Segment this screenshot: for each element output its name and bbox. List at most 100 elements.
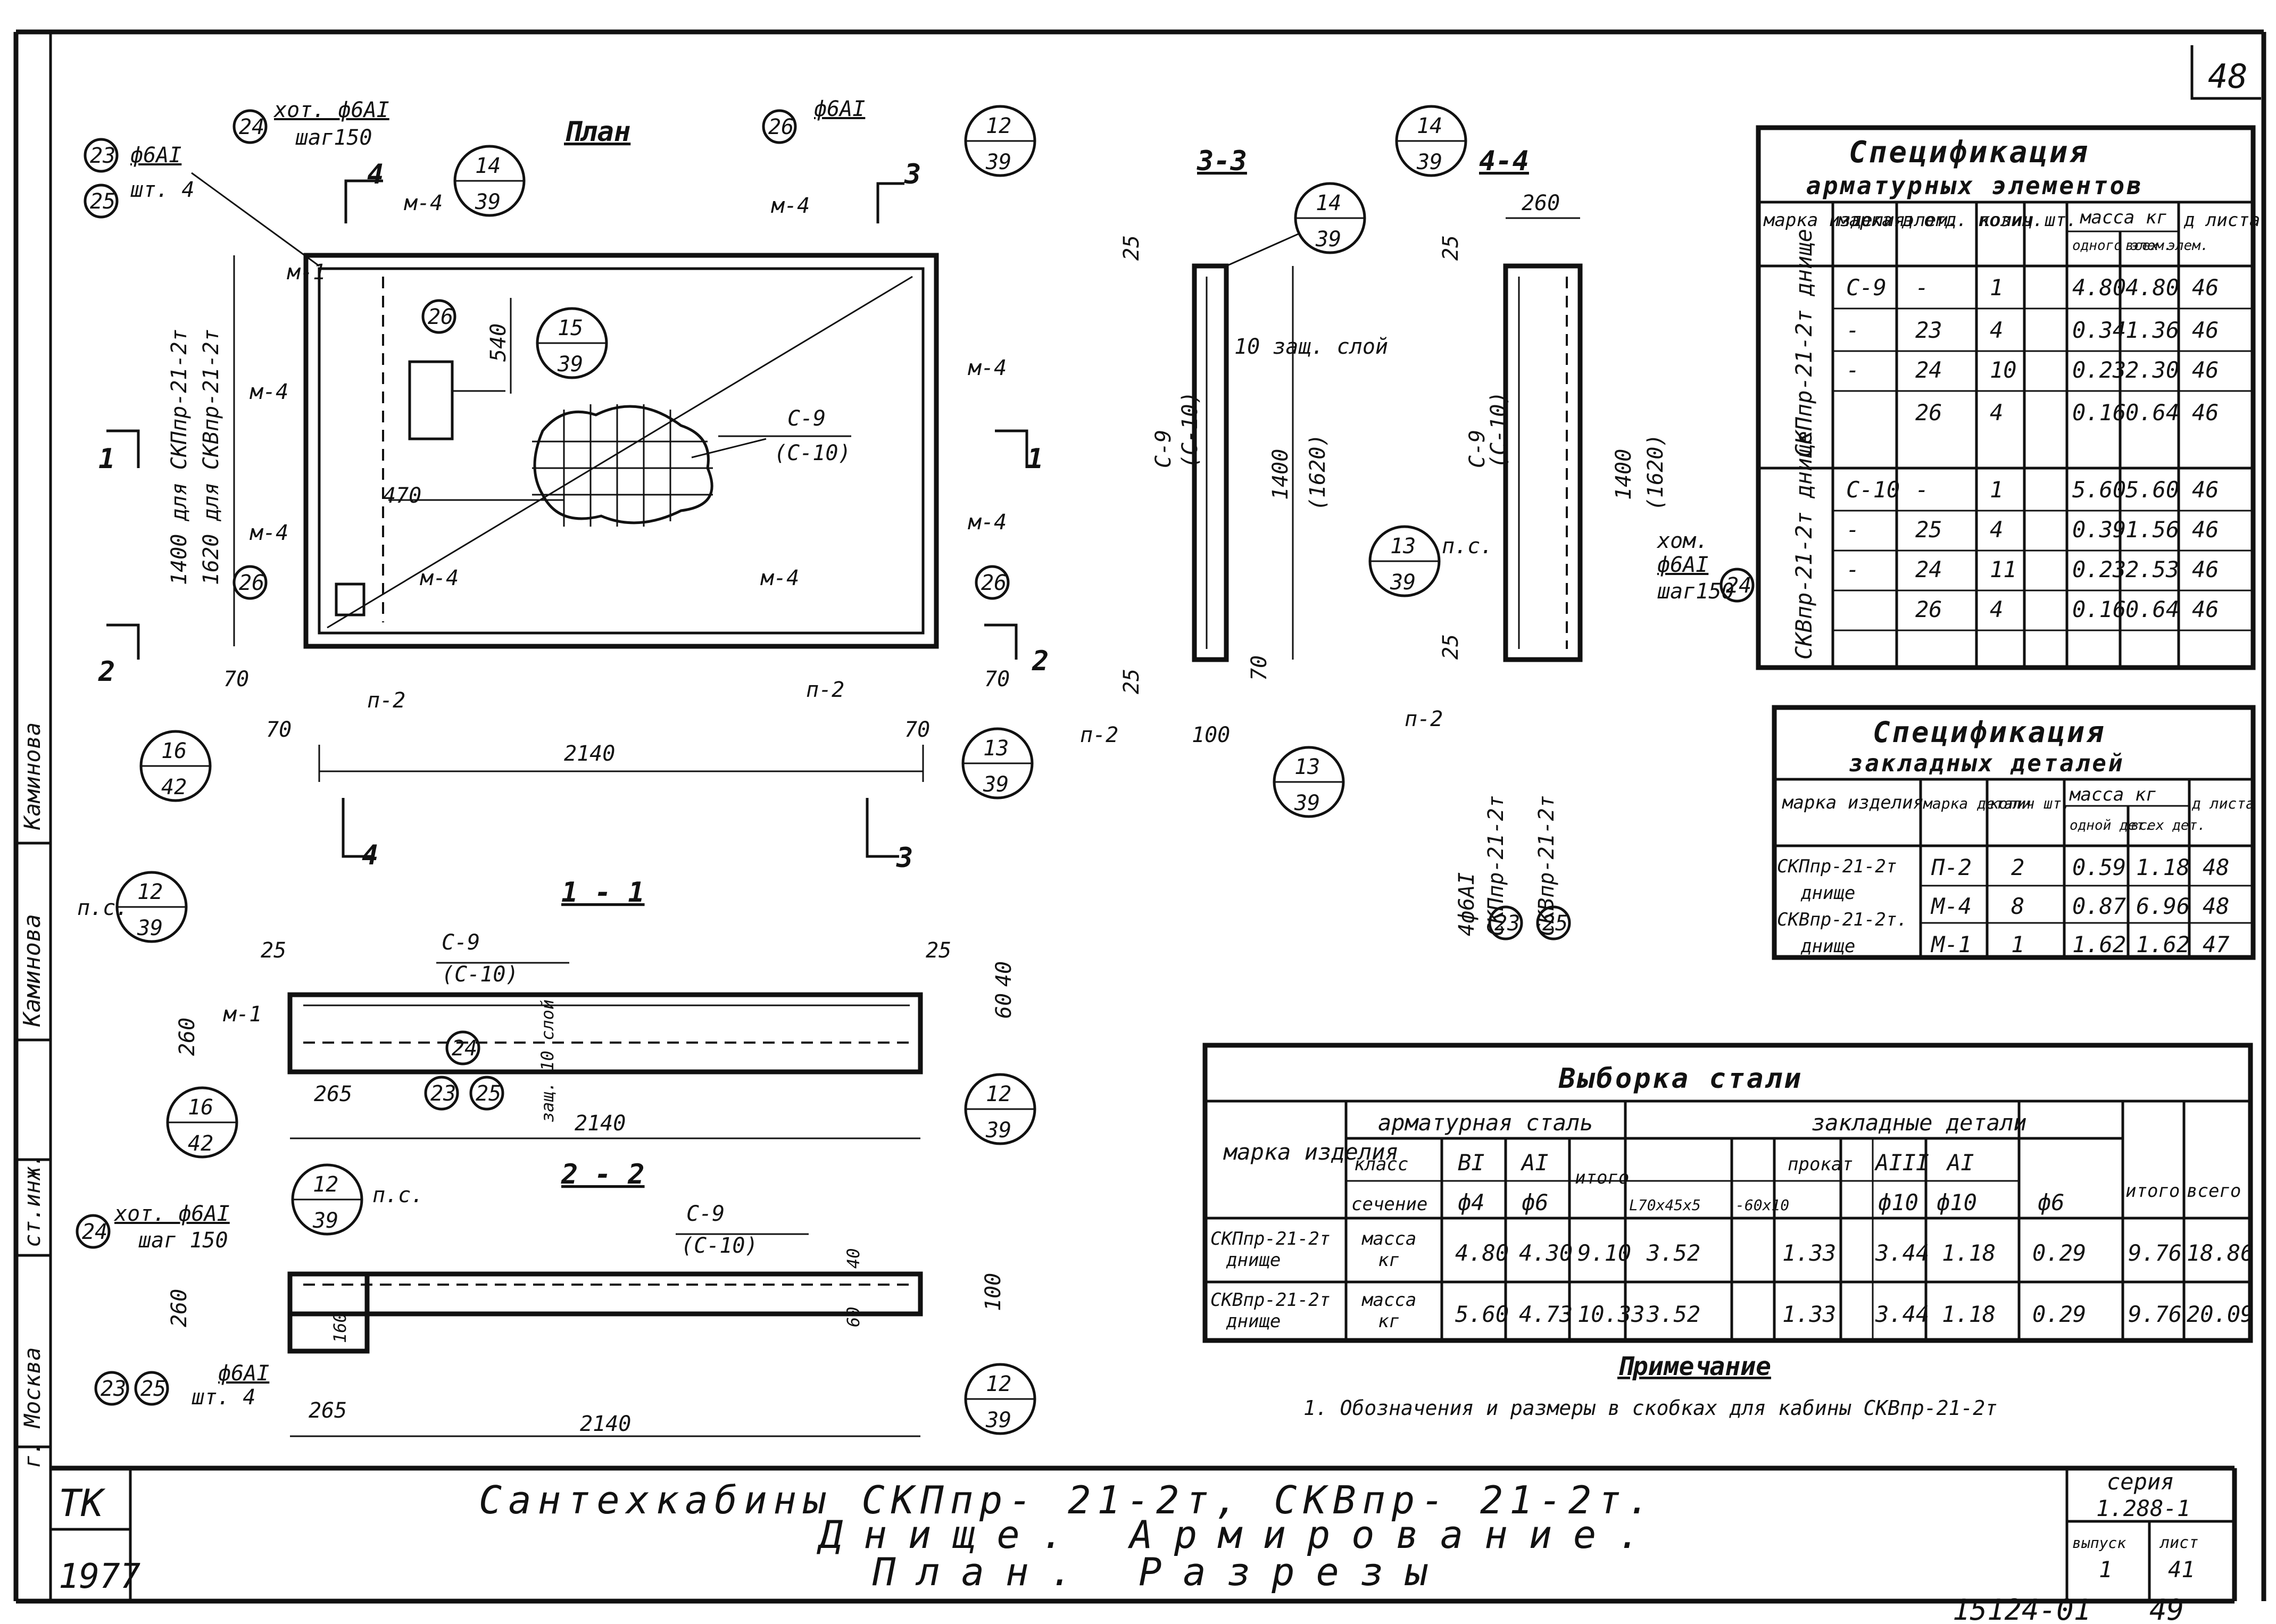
s44-panel-2: (С-10) (1486, 392, 1511, 469)
s11-dim-265: 265 (314, 1082, 352, 1106)
s22-dim-160: 160 (330, 1312, 350, 1343)
steel-cell-r1-c1: 4.73 (1519, 1301, 1573, 1327)
callout-25: 25 (90, 189, 115, 214)
s11-dim-40: 40 (992, 961, 1016, 987)
s22-dim-60: 60 (843, 1306, 863, 1327)
spec2-prod-4: днище (1800, 936, 1855, 957)
spec1-cell-r7-c3: 0.16 (2072, 596, 2126, 622)
stamp-name: Каминова (19, 722, 45, 830)
tb-issue-label: выпуск (2072, 1534, 2126, 1552)
s11-c12r-b: 39 (985, 1118, 1011, 1143)
s33-dim-1400: 1400 (1268, 449, 1293, 500)
steel-product-r1-a: СКВпр-21-2т (1210, 1289, 1330, 1311)
plan-c26-a: 26 (428, 305, 453, 329)
steel-h-f6: ф6 (1522, 1189, 1549, 1215)
note-title: Примечание (1617, 1352, 1771, 1381)
spec1-cell-r0-c2: 1 (1990, 274, 2003, 301)
stamp-signature: Каминова (19, 914, 46, 1027)
s44-dim-25b: 25 (1439, 634, 1463, 660)
spec1-cell-r0-c4: 4.80 (2125, 274, 2179, 301)
s44-title: 4-4 (1479, 145, 1529, 177)
spec1-h-product: марка изделия (1763, 210, 1905, 231)
tb-series-label: серия (2107, 1469, 2174, 1495)
plan-rebar-24: хот. ф6АI (273, 98, 389, 122)
s44-c23: 23 (1494, 911, 1520, 936)
spec1-cell-r6-c2: 11 (1990, 556, 2017, 582)
spec1-cell-r1-c4: 1.36 (2125, 317, 2179, 343)
spec2-cell-r2-c3: 1.62 (2136, 931, 2190, 957)
s11-title: 1 - 1 (561, 877, 645, 909)
steel-cell-r1-c6: 1.18 (1942, 1301, 1996, 1327)
steel-h-total2: итого (2125, 1180, 2180, 1202)
s22-c25: 25 (140, 1377, 166, 1401)
spec1-cell-r1-c2: 4 (1990, 317, 2003, 343)
plan-c14-b: 39 (475, 190, 501, 214)
plan-side-dim-1: 1400 для СКПпр-21-2т (167, 329, 192, 585)
spec1-h-one: одного элем. (2072, 238, 2172, 254)
s33-dim-25a: 25 (1119, 235, 1144, 261)
steel-h-ai: AI (1520, 1150, 1549, 1176)
spec2-h-one: одной дет. (2070, 818, 2153, 834)
plan-c26-c: 26 (981, 571, 1007, 595)
spec2-cell-r1-c4: 48 (2203, 893, 2230, 919)
spec1-cell-r6-c0: - (1846, 556, 1859, 582)
s22-c12r-a: 12 (986, 1372, 1011, 1396)
spec1-title-2: арматурных элементов (1806, 171, 2144, 200)
steel-unit-r0-b: кг (1378, 1250, 1400, 1271)
s33-dim-1620: (1620) (1306, 434, 1330, 511)
s22-dim-265: 265 (309, 1398, 347, 1423)
plan-dim-540: 540 (486, 323, 511, 362)
spec-embedded-table: Спецификация закладных деталей марка изд… (1772, 705, 2256, 960)
sheet-border (13, 29, 2266, 1604)
steel-h-f4: ф4 (1458, 1189, 1485, 1215)
s44-dim-1620: (1620) (1643, 434, 1668, 511)
plan-p2-b: п-2 (806, 678, 844, 702)
s33-dim-70: 70 (1247, 655, 1272, 681)
spec1-cell-r4-c3: 5.60 (2072, 477, 2126, 503)
plan-panel-1: С-9 (787, 406, 826, 431)
plan-dim-70c: 70 (223, 667, 249, 692)
plan-m1: м-1 (287, 260, 326, 285)
s22-c24: 24 (82, 1220, 107, 1244)
plan-c15-a: 15 (558, 316, 583, 340)
s44-c13-a: 13 (1390, 534, 1416, 559)
spec2-h-product: марка изделия (1782, 792, 1924, 813)
plan-c16-a: 16 (161, 739, 187, 763)
note-block: Примечание 1. Обозначения и размеры в ск… (1303, 1352, 1997, 1420)
s11-c12l-b: 39 (137, 916, 163, 940)
spec1-cell-r4-c0: С-10 (1846, 477, 1900, 503)
footer-code: 15124-01 (1953, 1593, 2091, 1624)
callout-26-top: 26 (768, 115, 794, 139)
s11-c23: 23 (430, 1081, 456, 1106)
plan-pieces: шт. 4 (130, 178, 194, 202)
s22-dim-40: 40 (843, 1248, 863, 1269)
steel-h-aiii: AIII (1874, 1150, 1929, 1176)
s33-title: 3-3 (1197, 145, 1247, 177)
tb-line-3: План. Разрезы (872, 1550, 1449, 1594)
plan-step-150: шаг150 (295, 126, 372, 150)
spec1-cell-r1-c3: 0.34 (2072, 317, 2126, 343)
tb-sheet-label: лист (2159, 1534, 2198, 1552)
steel-title: Выборка стали (1558, 1063, 1803, 1095)
s22-title: 2 - 2 (561, 1159, 645, 1190)
s11-dim-25b: 25 (926, 938, 951, 963)
s44-dim-260: 260 (1522, 191, 1560, 215)
steel-cell-r1-c2: 10.33 (1577, 1301, 1644, 1327)
plan-m4-e: м-4 (760, 566, 799, 590)
s33-p2: п-2 (1080, 723, 1118, 747)
s11-dim-260: 260 (175, 1018, 200, 1056)
steel-cell-r1-c3: 3.52 (1646, 1301, 1700, 1327)
tb-sheet: 41 (2168, 1556, 2195, 1583)
s44-ps: п.с. (1442, 534, 1493, 559)
spec2-prod-1: СКПпр-21-2т (1777, 856, 1897, 877)
spec2-cell-r1-c2: 0.87 (2072, 893, 2126, 919)
spec1-cell-r3-c4: 0.64 (2125, 399, 2179, 426)
steel-h-f10b: ф10 (1937, 1189, 1977, 1215)
spec1-cell-r6-c1: 24 (1915, 556, 1942, 582)
corner-sheet-number: 48 (2190, 45, 2261, 100)
spec2-h-mass: масса кг (2069, 784, 2157, 805)
spec2-cell-r0-c4: 48 (2203, 854, 2230, 880)
spec1-h-mass: масса кг (2080, 207, 2167, 228)
s44-bottom-1: 4ф6АI (1455, 872, 1479, 936)
